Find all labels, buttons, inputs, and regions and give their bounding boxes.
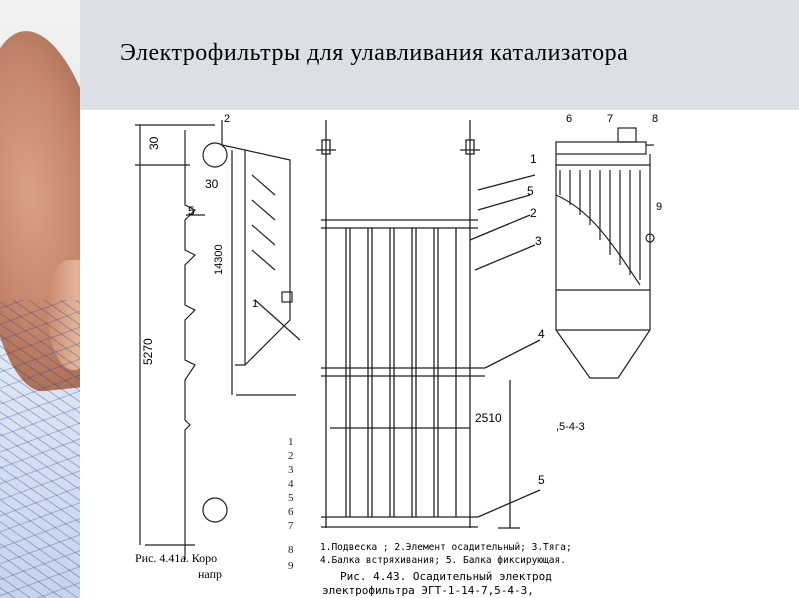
label-1-center: 1 <box>530 152 537 166</box>
caption-center-2: электрофильтра ЭГТ-1-14-7,5-4-3, <box>322 584 534 597</box>
figure-left <box>135 120 301 560</box>
row-number: 3 <box>288 464 294 476</box>
label-2-left: 2 <box>224 113 230 125</box>
label-8-right: 8 <box>652 113 658 125</box>
dim-14300: 14300 <box>213 244 225 275</box>
label-6-right: 6 <box>566 113 572 125</box>
title-band <box>80 0 799 110</box>
caption-left-2: напр <box>198 567 222 581</box>
label-9-right: 9 <box>656 201 662 213</box>
slide-title: Электрофильтры для улавливания катализат… <box>120 40 629 66</box>
legend-line-1: 1.Подвеска ; 2.Элемент осадительный; 3.Т… <box>320 542 572 553</box>
figure-center <box>316 120 541 529</box>
blueprint-background <box>0 300 80 598</box>
row-number: 8 <box>288 544 294 556</box>
background-photo-strip <box>0 0 80 598</box>
label-4-center: 4 <box>538 327 545 341</box>
code-right: ,5-4-3 <box>556 421 585 433</box>
dim-5270: 5270 <box>141 338 155 365</box>
row-number: 6 <box>288 506 294 518</box>
caption-left-1: Рис. 4.41а. Коро <box>135 551 217 565</box>
label-7-right: 7 <box>607 113 613 125</box>
label-5-center: 5 <box>527 184 534 198</box>
dim-5: 5 <box>188 204 195 218</box>
label-1-left: 1 <box>252 298 258 310</box>
technical-drawings: 30 30 5 5270 14300 2 1 Рис. 4.41а. Коро … <box>135 113 662 597</box>
caption-center-1: Рис. 4.43. Осадительный электрод <box>340 570 552 583</box>
row-number: 5 <box>288 492 294 504</box>
label-3-center: 3 <box>535 234 542 248</box>
row-number: 7 <box>288 520 294 532</box>
width-dim-2510: 2510 <box>475 411 502 425</box>
dim-30b: 30 <box>205 177 219 191</box>
row-number: 9 <box>288 560 294 572</box>
row-number-list: 1 2 3 4 5 6 7 8 9 <box>288 436 294 572</box>
dim-30a: 30 <box>147 136 161 150</box>
legend-line-2: 4.Балка встряхивания; 5. Балка фиксирующ… <box>320 555 566 566</box>
row-number: 2 <box>288 450 294 462</box>
label-5b-center: 5 <box>538 473 545 487</box>
label-2-center: 2 <box>530 206 537 220</box>
row-number: 1 <box>288 436 294 448</box>
figure-right <box>555 127 655 379</box>
row-number: 4 <box>288 478 294 490</box>
